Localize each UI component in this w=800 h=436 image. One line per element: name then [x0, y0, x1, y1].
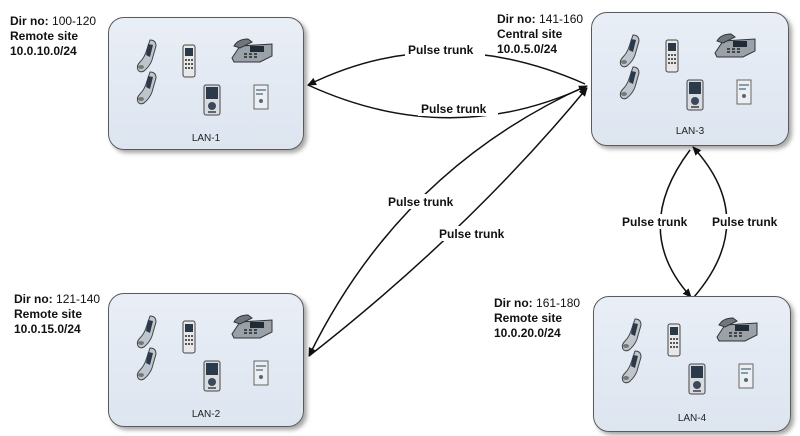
terminal-adapter-icon: [738, 363, 754, 394]
sip-phone-icon: [203, 84, 221, 121]
cordless-handset-icon: [134, 38, 160, 79]
cordless-handset-icon: [134, 314, 160, 355]
trunk-line-lan3-lan1: [307, 51, 586, 86]
dect-handset-icon: [182, 44, 196, 83]
site-label-lan4: Dir no: 161-180 Remote site 10.0.20.0/24: [494, 296, 581, 340]
cordless-handset-icon: [619, 317, 645, 358]
cordless-handset-icon: [617, 65, 643, 106]
trunk-label: Pulse trunk: [439, 227, 505, 241]
desk-phone-icon: [230, 36, 274, 69]
sip-phone-icon: [686, 79, 704, 116]
cordless-handset-icon: [619, 349, 645, 390]
desk-phone-icon: [230, 312, 274, 345]
cordless-handset-icon: [617, 33, 643, 74]
cordless-handset-icon: [134, 70, 160, 111]
sip-phone-icon: [203, 360, 221, 397]
desk-phone-icon: [715, 315, 759, 348]
trunk-label-group: Pulse trunk Pulse trunk Pulse trunk Puls…: [385, 42, 786, 241]
lan-name: LAN-1: [191, 133, 221, 144]
site-label-lan1: Dir no: 100-120 Remote site 10.0.10.0/24: [10, 14, 97, 58]
site-label-lan2: Dir no: 121-140 Remote site 10.0.15.0/24: [14, 292, 101, 336]
trunk-label: Pulse trunk: [712, 215, 778, 229]
lan-box-lan1[interactable]: LAN-1: [108, 17, 304, 150]
lan-name: LAN-4: [677, 413, 707, 424]
lan-box-lan2[interactable]: LAN-2: [108, 293, 304, 427]
desk-phone-icon: [713, 31, 757, 64]
dect-handset-icon: [182, 320, 196, 359]
cordless-handset-icon: [134, 346, 160, 387]
terminal-adapter-icon: [253, 84, 269, 115]
lan-box-lan4[interactable]: LAN-4: [593, 296, 791, 432]
trunk-line-lan1-lan3: [307, 84, 588, 119]
site-label-lan3: Dir no: 141-160 Central site 10.0.5.0/24: [497, 12, 584, 56]
dect-handset-icon: [665, 39, 679, 78]
lan-name: LAN-3: [675, 126, 705, 137]
trunk-label: Pulse trunk: [421, 102, 487, 116]
trunk-label: Pulse trunk: [622, 215, 688, 229]
trunk-label: Pulse trunk: [408, 43, 474, 57]
lan-name: LAN-2: [191, 409, 221, 420]
terminal-adapter-icon: [253, 360, 269, 391]
lan-box-lan3[interactable]: LAN-3: [591, 12, 789, 146]
sip-phone-icon: [688, 363, 706, 400]
terminal-adapter-icon: [736, 79, 752, 110]
dect-handset-icon: [667, 323, 681, 362]
trunk-label: Pulse trunk: [388, 195, 454, 209]
